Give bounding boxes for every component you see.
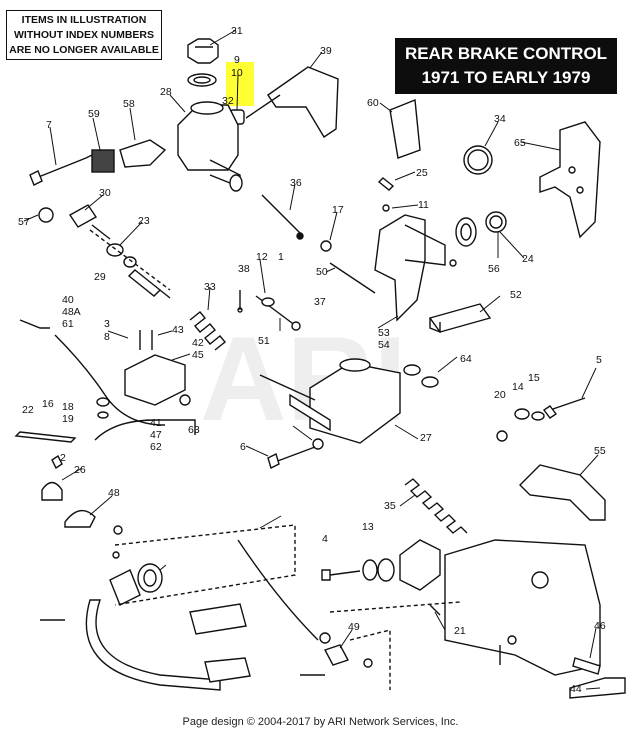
callout-43: 43 <box>172 324 184 336</box>
notice-line-3: ARE NO LONGER AVAILABLE <box>9 44 159 56</box>
callout-11: 11 <box>418 199 429 211</box>
callout-57: 57 <box>18 216 30 228</box>
callout-50: 50 <box>316 266 328 278</box>
callout-33: 33 <box>204 281 216 293</box>
callout-22: 22 <box>22 404 34 416</box>
callout-14: 14 <box>512 381 524 393</box>
callout-24: 24 <box>522 253 534 265</box>
notice-line-2: WITHOUT INDEX NUMBERS <box>14 29 154 41</box>
callout-39: 39 <box>320 45 332 57</box>
callout-1: 1 <box>278 251 284 263</box>
callout-28: 28 <box>160 86 172 98</box>
callout-21: 21 <box>454 625 466 637</box>
callout-53: 53 <box>378 327 390 339</box>
callout-26: 26 <box>74 464 86 476</box>
callout-48A: 48A <box>62 306 81 318</box>
callout-32: 32 <box>222 95 234 107</box>
callout-38: 38 <box>238 263 250 275</box>
title-line-2: 1971 TO EARLY 1979 <box>421 68 591 87</box>
callout-60: 60 <box>367 97 379 109</box>
callout-25: 25 <box>416 167 428 179</box>
callout-44: 44 <box>570 683 582 695</box>
callout-46: 46 <box>594 620 606 632</box>
callout-37: 37 <box>314 296 326 308</box>
callout-18: 18 <box>62 401 74 413</box>
callout-49: 49 <box>348 621 360 633</box>
callout-45: 45 <box>192 349 204 361</box>
callout-35: 35 <box>384 500 396 512</box>
callout-2: 2 <box>60 452 66 464</box>
callout-7: 7 <box>46 119 52 131</box>
callout-41: 41 <box>150 417 162 429</box>
callout-64: 64 <box>460 353 472 365</box>
title-line-1: REAR BRAKE CONTROL <box>404 44 608 63</box>
callout-30: 30 <box>99 187 111 199</box>
callout-23: 23 <box>138 215 150 227</box>
callout-58: 58 <box>123 98 135 110</box>
callout-48: 48 <box>108 487 120 499</box>
callout-labels: 31 9 10 32 28 39 58 59 7 60 34 65 36 25 … <box>18 25 606 695</box>
callout-4: 4 <box>322 533 328 545</box>
callout-6: 6 <box>240 441 246 453</box>
callout-5: 5 <box>596 354 602 366</box>
notice-line-1: ITEMS IN ILLUSTRATION <box>21 14 147 26</box>
callout-12: 12 <box>256 251 268 263</box>
callout-34: 34 <box>494 113 506 125</box>
callout-8: 8 <box>104 331 110 343</box>
callout-36: 36 <box>290 177 302 189</box>
callout-47: 47 <box>150 429 162 441</box>
callout-54: 54 <box>378 339 390 351</box>
callout-3: 3 <box>104 318 110 330</box>
callout-10: 10 <box>231 67 243 79</box>
callout-9: 9 <box>234 54 240 66</box>
callout-62: 62 <box>150 441 162 453</box>
callout-20: 20 <box>494 389 506 401</box>
callout-13: 13 <box>362 521 374 533</box>
callout-59: 59 <box>88 108 100 120</box>
callout-52: 52 <box>510 289 522 301</box>
callout-31: 31 <box>231 25 243 37</box>
diagram-title: REAR BRAKE CONTROL 1971 TO EARLY 1979 <box>395 38 617 94</box>
callout-42: 42 <box>192 337 204 349</box>
callout-61: 61 <box>62 318 74 330</box>
discontinued-items-notice: ITEMS IN ILLUSTRATION WITHOUT INDEX NUMB… <box>6 10 162 60</box>
callout-51: 51 <box>258 335 270 347</box>
callout-15: 15 <box>528 372 540 384</box>
page-footer: Page design © 2004-2017 by ARI Network S… <box>182 716 459 728</box>
callout-65: 65 <box>514 137 526 149</box>
callout-40: 40 <box>62 294 74 306</box>
callout-16: 16 <box>42 398 54 410</box>
callout-56: 56 <box>488 263 500 275</box>
callout-27: 27 <box>420 432 432 444</box>
highlighted-callout-marker <box>226 62 254 106</box>
callout-63: 63 <box>188 424 200 436</box>
callout-29: 29 <box>94 271 106 283</box>
callout-55: 55 <box>594 445 606 457</box>
callout-19: 19 <box>62 413 74 425</box>
callout-17: 17 <box>332 204 344 216</box>
